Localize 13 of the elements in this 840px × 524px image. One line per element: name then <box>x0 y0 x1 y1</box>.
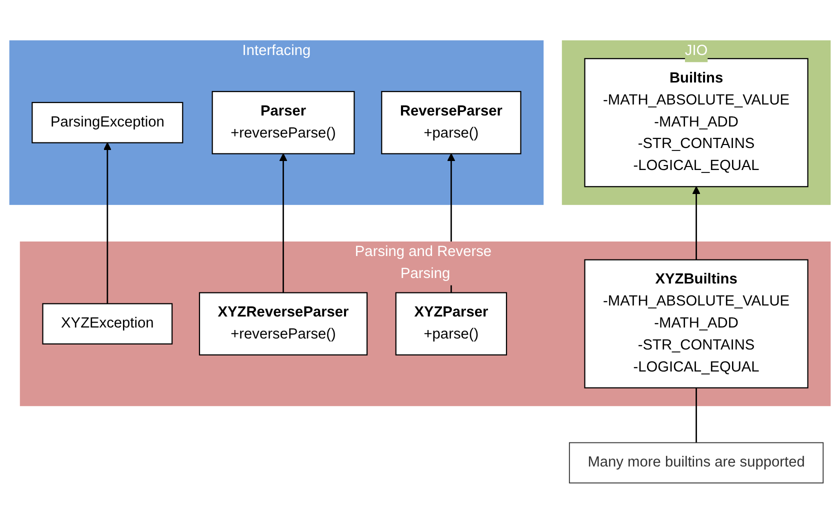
node-box: ParsingException <box>32 102 184 144</box>
node-box: XYZReverseParser +reverseParse() <box>198 292 368 356</box>
node-box: XYZException <box>42 304 173 345</box>
connector <box>696 388 697 444</box>
arrow <box>279 154 288 294</box>
node-box: Parser +reverseParse() <box>212 91 355 155</box>
node-box: Builtins -MATH_ABSOLUTE_VALUE -MATH_ADD -STR_CONTAINS -LOGICAL_EQUAL <box>584 58 808 188</box>
node-box: ReverseParser +parse() <box>381 91 522 155</box>
arrow <box>103 142 112 304</box>
arrow <box>692 186 700 260</box>
node-box: Many more builtins are supported <box>568 442 824 484</box>
node-box: XYZBuiltins -MATH_ABSOLUTE_VALUE -MATH_ADD -STR_CONTAINS -LOGICAL_EQUAL <box>584 260 808 389</box>
node-box: XYZParser +parse() <box>395 292 508 356</box>
